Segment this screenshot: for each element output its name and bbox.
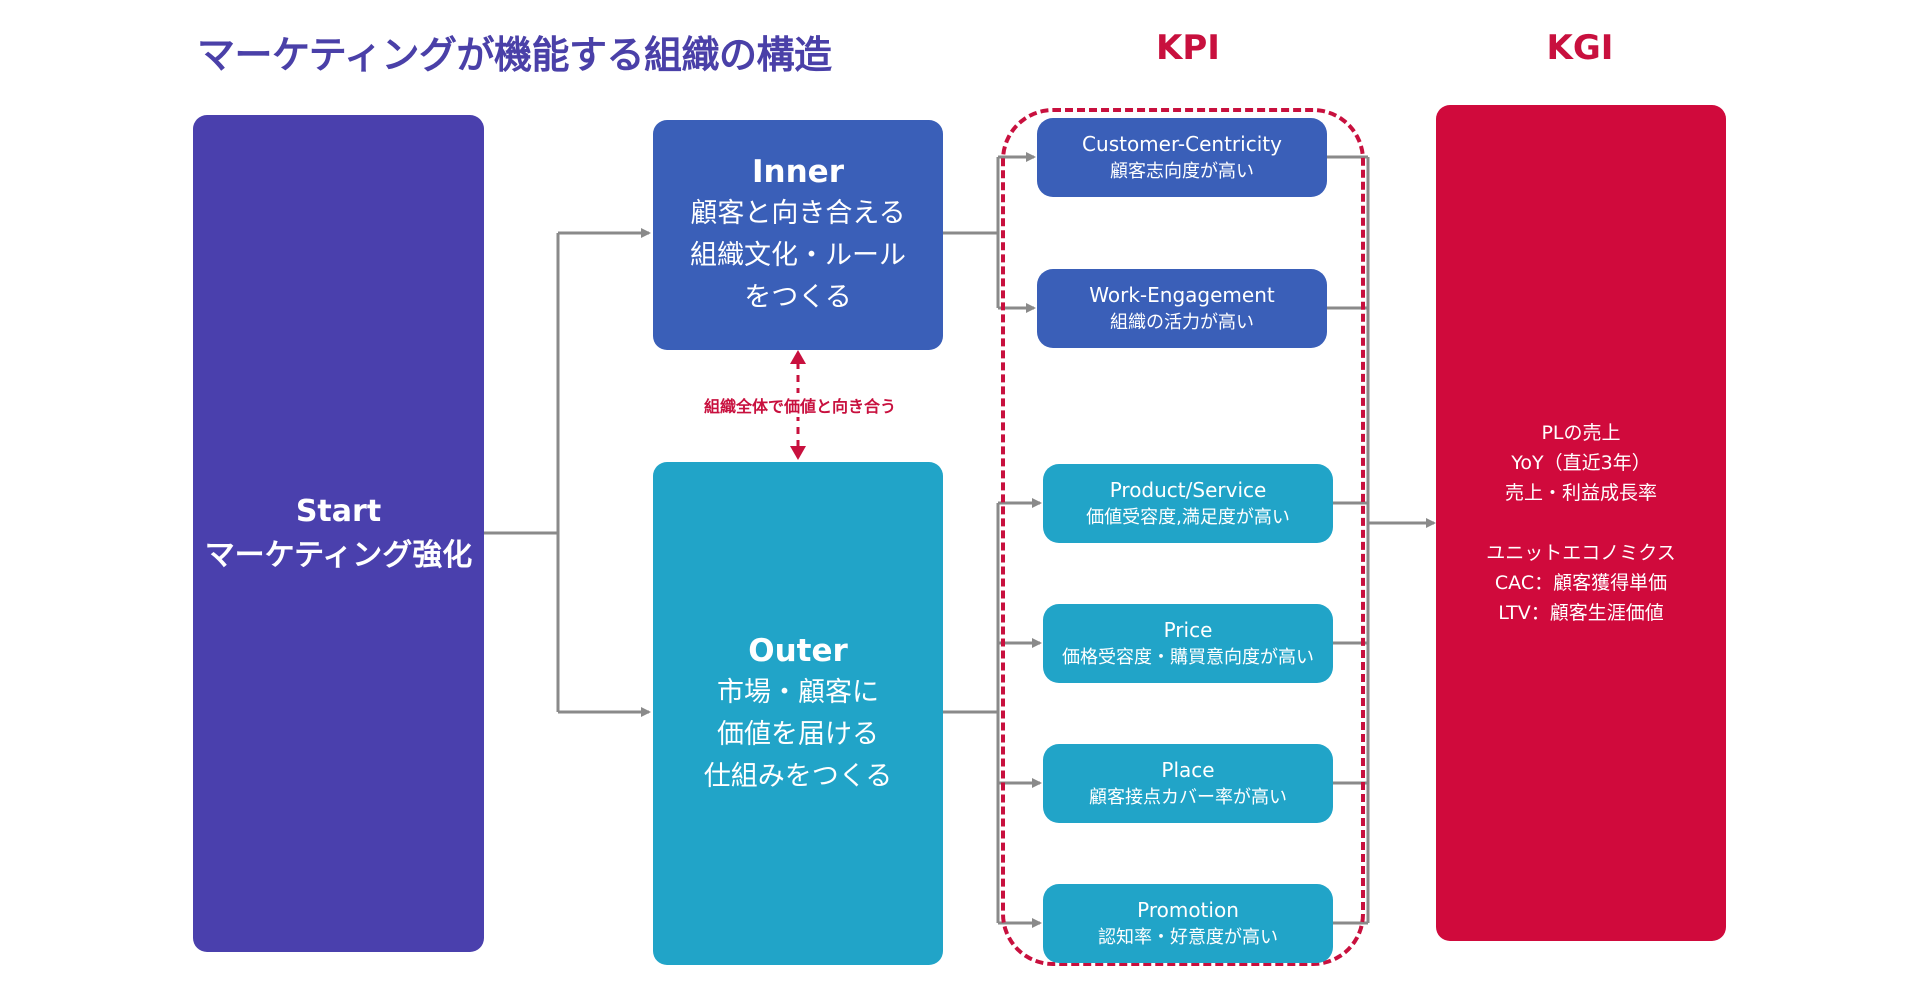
kpi-3-jp: 価値受容度,満足度が高い [1086,506,1290,528]
kpi-1-jp: 顧客志向度が高い [1110,160,1254,182]
kpi-6-en: Promotion [1137,897,1239,922]
bridge-label: 組織全体で価値と向き合う [690,393,910,417]
kpi-6-jp: 認知率・好意度が高い [1098,926,1278,948]
inner-heading: Inner [752,154,844,190]
kgi-line-6: LTV：顧客生涯価値 [1498,602,1664,624]
bridge-arrow-down [790,446,806,460]
outer-line-2: 価値を届ける [717,718,879,750]
outer-line-1: 市場・顧客に [717,676,879,708]
kgi-header: KGI [1546,28,1614,68]
kpi-2-jp: 組織の活力が高い [1110,311,1254,333]
kpi-promotion: Promotion 認知率・好意度が高い [1043,884,1333,963]
bridge-arrow-up [790,350,806,364]
kpi-customer-centricity: Customer-Centricity 顧客志向度が高い [1037,118,1327,197]
inner-line-1: 顧客と向き合える [690,198,906,229]
start-box: Start マーケティング強化 [193,115,484,952]
kpi-header: KPI [1156,28,1220,68]
start-label: Start [295,493,382,529]
kpi-5-en: Place [1161,757,1215,782]
outer-box: Outer 市場・顧客に 価値を届ける 仕組みをつくる [653,462,943,965]
kgi-line-5: CAC：顧客獲得単価 [1494,572,1668,594]
kpi-3-en: Product/Service [1109,477,1267,502]
kpi-price: Price 価格受容度・購買意向度が高い [1043,604,1333,683]
kpi-2-en: Work-Engagement [1089,282,1275,307]
kgi-line-3: 売上・利益成長率 [1504,482,1657,504]
kgi-box: PLの売上 YoY（直近3年） 売上・利益成長率 ユニットエコノミクス CAC：… [1436,105,1726,941]
kpi-place: Place 顧客接点カバー率が高い [1043,744,1333,823]
kpi-work-engagement: Work-Engagement 組織の活力が高い [1037,269,1327,348]
kgi-line-2: YoY（直近3年） [1511,452,1651,474]
inner-box: Inner 顧客と向き合える 組織文化・ルール をつくる [653,120,943,350]
outer-line-3: 仕組みをつくる [703,760,893,792]
inner-line-2: 組織文化・ルール [690,240,906,271]
kpi-1-en: Customer-Centricity [1082,131,1282,156]
kpi-4-jp: 価格受容度・購買意向度が高い [1062,646,1314,668]
kpi-product-service: Product/Service 価値受容度,満足度が高い [1043,464,1333,543]
kpi-4-en: Price [1163,617,1213,642]
inner-line-3: をつくる [744,282,852,313]
slide-title: マーケティングが機能する組織の構造 [197,33,832,77]
start-sublabel: マーケティング強化 [204,537,473,573]
kpi-dashed-frame [1001,108,1365,966]
kgi-line-1: PLの売上 [1541,422,1621,444]
kpi-5-jp: 顧客接点カバー率が高い [1089,786,1287,808]
kgi-line-4: ユニットエコノミクス [1486,542,1676,564]
outer-heading: Outer [748,632,848,669]
